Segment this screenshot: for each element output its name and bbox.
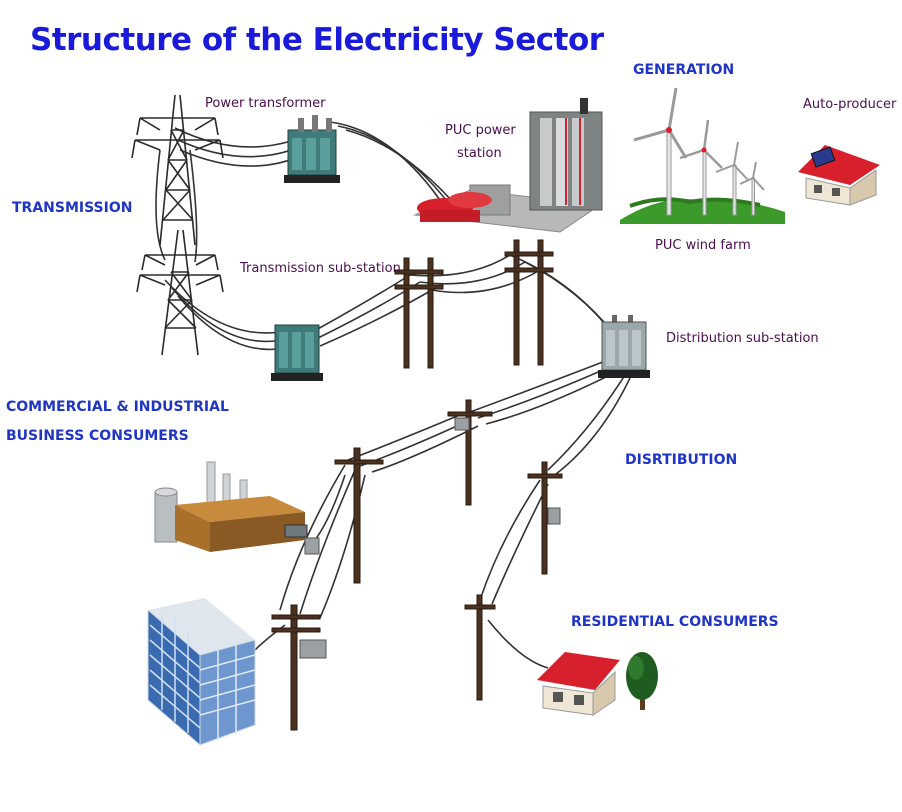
- section-distribution: DISRTIBUTION: [625, 452, 738, 468]
- wind-turbine-icon: [633, 87, 688, 216]
- section-generation: GENERATION: [633, 62, 735, 78]
- section-commercial-line2: BUSINESS CONSUMERS: [6, 428, 189, 444]
- wind-turbine-icon: [679, 119, 723, 216]
- wind-turbine-icon: [715, 141, 749, 216]
- label-power-station-line1: PUC power: [445, 123, 516, 138]
- utility-pole-icon: [271, 239, 563, 731]
- wind-farm: [620, 87, 785, 224]
- label-distribution-substation: Distribution sub-station: [666, 331, 819, 346]
- power-lines: [155, 121, 631, 669]
- label-transmission-substation: Transmission sub-station: [240, 261, 401, 276]
- factory-icon: [154, 461, 308, 552]
- substation-icon: [598, 315, 650, 378]
- section-residential: RESIDENTIAL CONSUMERS: [571, 614, 779, 630]
- section-commercial-line1: COMMERCIAL & INDUSTRIAL: [6, 399, 229, 415]
- label-power-transformer: Power transformer: [205, 96, 326, 111]
- label-auto-producer: Auto-producer: [803, 97, 897, 112]
- section-transmission: TRANSMISSION: [12, 200, 133, 216]
- power-station-icon: [413, 98, 603, 233]
- transmission-tower-icon: [131, 94, 224, 356]
- wind-turbine-icon: [739, 161, 765, 216]
- page-title: Structure of the Electricity Sector: [30, 22, 604, 58]
- power-transformer-icon: [284, 115, 340, 183]
- label-power-station-line2: station: [457, 146, 502, 161]
- substation-icon: [271, 324, 323, 381]
- office-building-icon: [147, 598, 256, 747]
- pole-transformer-icon: [299, 417, 561, 659]
- tree-icon: [626, 652, 658, 710]
- house-icon: [537, 652, 620, 716]
- house-icon: [798, 145, 880, 206]
- label-wind-farm: PUC wind farm: [655, 238, 751, 253]
